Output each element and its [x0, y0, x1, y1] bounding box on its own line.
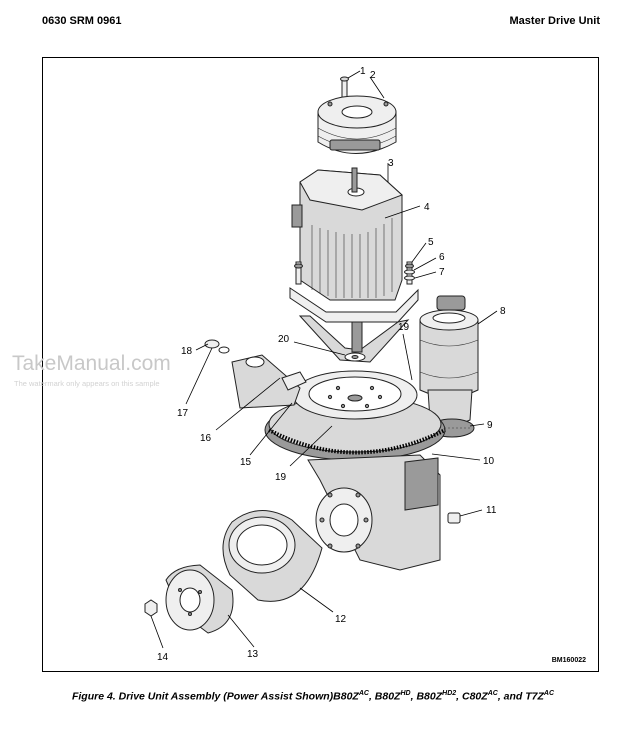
caption-model-3-sup: AC [487, 690, 498, 697]
caption-model-1: B80Z [374, 690, 401, 703]
callout-8: 8 [500, 306, 506, 317]
callout-17: 17 [177, 408, 189, 419]
callout-13: 13 [247, 649, 259, 660]
callout-labels: 1 2 3 4 5 6 7 8 9 10 11 12 13 14 15 16 1… [157, 66, 506, 663]
leader-lines [150, 70, 498, 649]
part-washer [344, 352, 366, 362]
part-nut [144, 599, 158, 617]
part-fasteners [294, 261, 415, 285]
callout-9: 9 [487, 420, 493, 431]
part-screw [340, 76, 349, 100]
part-plug [447, 512, 461, 524]
part-ring-gear [264, 370, 446, 461]
callout-14: 14 [157, 652, 169, 663]
figure-caption: Figure 4. Drive Unit Assembly (Power Ass… [0, 690, 626, 703]
callout-5: 5 [428, 237, 434, 248]
caption-model-4: T7Z [525, 690, 544, 703]
figure-code: BM160022 [551, 657, 586, 664]
watermark-text: TakeManual.com [12, 352, 171, 375]
caption-sep-1: , [368, 690, 375, 703]
caption-model-2-sup: HD2 [442, 690, 457, 697]
callout-11: 11 [486, 505, 497, 516]
callout-19-upper: 19 [398, 322, 410, 333]
callout-2: 2 [370, 70, 376, 81]
caption-model-4-sup: AC [543, 690, 555, 697]
caption-prefix: Figure 4. Drive Unit Assembly (Power Ass… [71, 690, 359, 703]
callout-1: 1 [360, 66, 366, 77]
caption-and: , and [497, 690, 526, 703]
caption-sep-3: , [456, 690, 462, 703]
callout-3: 3 [388, 158, 394, 169]
callout-10: 10 [483, 456, 495, 467]
part-hub [165, 564, 234, 634]
caption-model-2: B80Z [416, 690, 443, 703]
header-document-code: 0630 SRM 0961 [42, 15, 122, 27]
callout-16: 16 [200, 433, 212, 444]
part-gearbox-housing [307, 454, 441, 571]
callout-19-lower: 19 [275, 472, 287, 483]
part-brake [317, 95, 397, 154]
part-pump-motor [419, 295, 479, 426]
callout-20: 20 [278, 334, 290, 345]
callout-12: 12 [335, 614, 347, 625]
callout-15: 15 [240, 457, 252, 468]
header-section-title: Master Drive Unit [509, 15, 600, 27]
callout-4: 4 [424, 202, 430, 213]
caption-prefix-sup: AC [358, 690, 369, 697]
caption-sep-2: , [410, 690, 417, 703]
watermark-subtext: The watermark only appears on this sampl… [14, 379, 160, 388]
callout-7: 7 [439, 267, 445, 278]
figure-frame [42, 57, 599, 672]
part-steer-arm [204, 339, 307, 409]
part-tire [222, 510, 323, 602]
caption-model-1-sup: HD [400, 690, 411, 697]
caption-model-3: C80Z [462, 690, 488, 703]
callout-6: 6 [439, 252, 445, 263]
part-motor [291, 167, 403, 301]
callout-18: 18 [181, 346, 193, 357]
